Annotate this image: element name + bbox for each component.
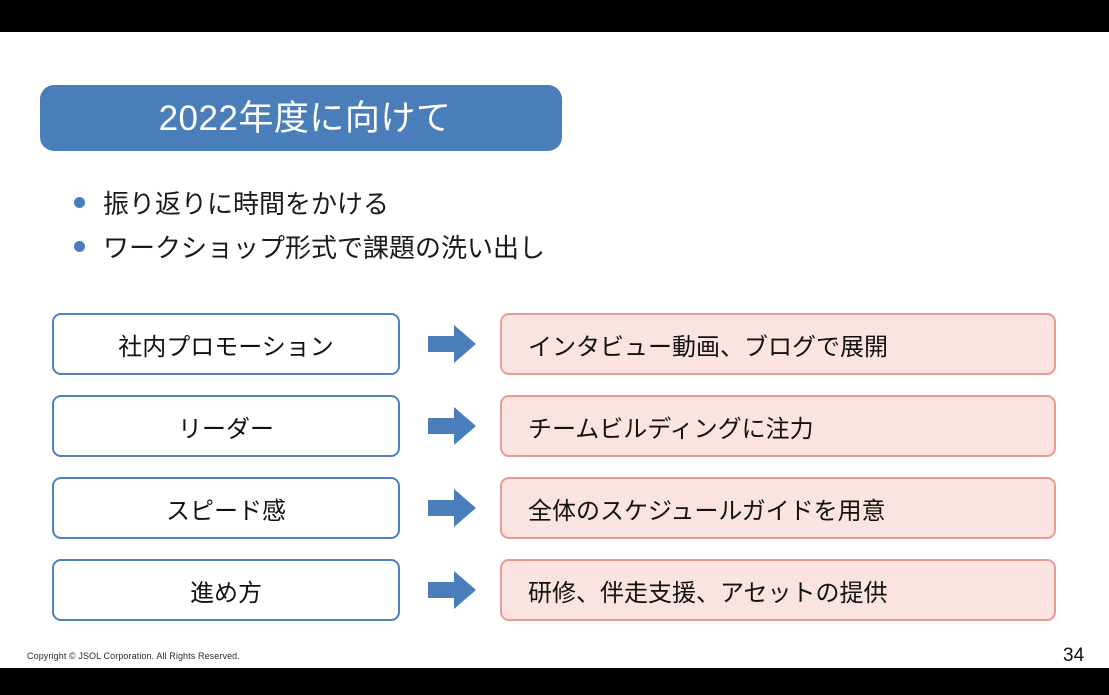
action-label: インタビュー動画、ブログで展開 xyxy=(528,333,888,361)
mapping-row: 社内プロモーション インタビュー動画、ブログで展開 xyxy=(0,313,1109,375)
action-box: インタビュー動画、ブログで展開 xyxy=(500,313,1056,375)
mapping-row: 進め方 研修、伴走支援、アセットの提供 xyxy=(0,559,1109,621)
theme-label: 社内プロモーション xyxy=(118,333,334,361)
letterbox-top-bar xyxy=(0,0,1109,32)
right-arrow-icon xyxy=(428,325,476,363)
slide-title-banner: 2022年度に向けて xyxy=(40,85,562,151)
slide-canvas: 2022年度に向けて 振り返りに時間をかける ワークショップ形式で課題の洗い出し… xyxy=(0,32,1109,668)
action-box: チームビルディングに注力 xyxy=(500,395,1056,457)
page-title: 2022年度に向けて xyxy=(158,98,452,138)
letterbox-bottom-bar xyxy=(0,668,1109,695)
theme-box: リーダー xyxy=(52,395,400,457)
footer-copyright: Copyright © JSOL Corporation. All Rights… xyxy=(27,651,240,661)
right-arrow-icon xyxy=(428,571,476,609)
bullet-label: 振り返りに時間をかける xyxy=(103,188,390,219)
bullet-dot-icon xyxy=(74,240,85,252)
list-item: ワークショップ形式で課題の洗い出し xyxy=(74,224,774,268)
theme-label: リーダー xyxy=(178,415,274,443)
right-arrow-icon xyxy=(428,407,476,445)
bullet-list: 振り返りに時間をかける ワークショップ形式で課題の洗い出し xyxy=(74,180,774,268)
right-arrow-icon xyxy=(428,489,476,527)
list-item: 振り返りに時間をかける xyxy=(74,180,774,224)
mapping-row: リーダー チームビルディングに注力 xyxy=(0,395,1109,457)
action-label: 研修、伴走支援、アセットの提供 xyxy=(528,579,888,607)
action-label: チームビルディングに注力 xyxy=(528,415,814,443)
theme-box: スピード感 xyxy=(52,477,400,539)
theme-label: 進め方 xyxy=(190,579,262,607)
page-number: 34 xyxy=(1063,645,1085,666)
action-label: 全体のスケジュールガイドを用意 xyxy=(528,497,886,525)
bullet-dot-icon xyxy=(74,196,85,208)
theme-action-mapping: 社内プロモーション インタビュー動画、ブログで展開 リーダー xyxy=(0,313,1109,641)
theme-box: 社内プロモーション xyxy=(52,313,400,375)
mapping-row: スピード感 全体のスケジュールガイドを用意 xyxy=(0,477,1109,539)
bullet-label: ワークショップ形式で課題の洗い出し xyxy=(103,232,546,263)
action-box: 研修、伴走支援、アセットの提供 xyxy=(500,559,1056,621)
theme-box: 進め方 xyxy=(52,559,400,621)
theme-label: スピード感 xyxy=(166,497,286,525)
action-box: 全体のスケジュールガイドを用意 xyxy=(500,477,1056,539)
